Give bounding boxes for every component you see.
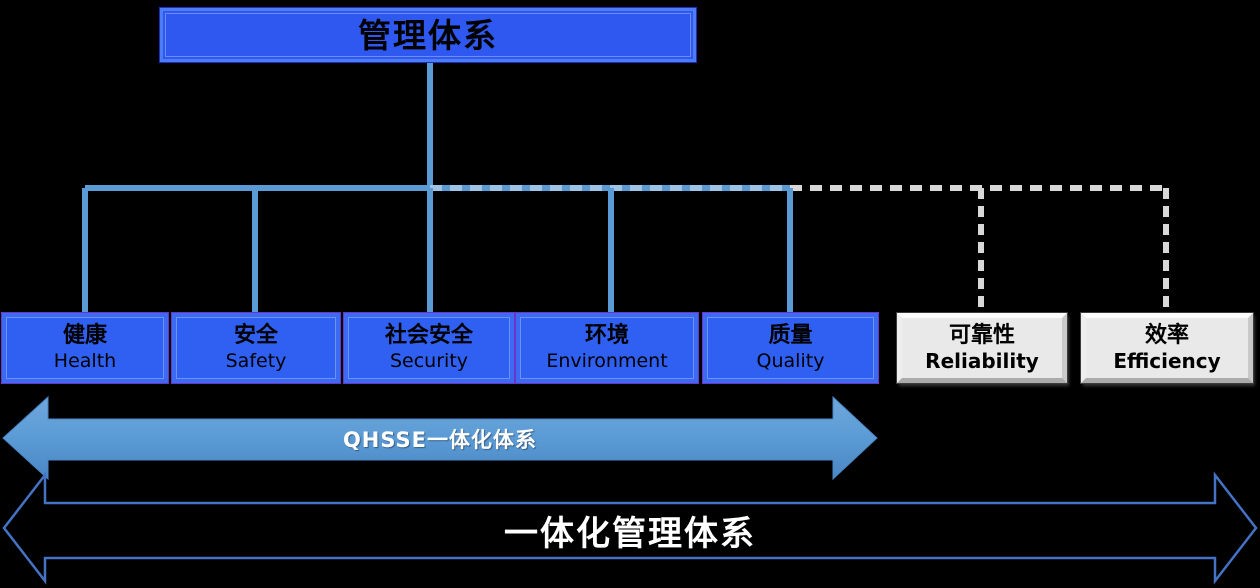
root-node-label: 管理体系 (358, 15, 498, 55)
node-security: 社会安全 Security (344, 313, 514, 383)
connector-drop-quality (787, 188, 793, 314)
node-safety: 安全 Safety (172, 313, 340, 383)
node-health: 健康 Health (2, 313, 168, 383)
node-reliability: 可靠性 Reliability (897, 313, 1067, 383)
node-health-label-en: Health (53, 349, 117, 372)
integrated-double-arrow (2, 471, 1258, 585)
connector-drop-efficiency-dashed (1163, 188, 1169, 314)
root-node-management-system: 管理体系 (160, 8, 696, 62)
node-environment: 环境 Environment (516, 313, 698, 383)
node-reliability-label-en: Reliability (925, 349, 1039, 374)
connector-drop-safety (252, 188, 258, 314)
node-safety-label-en: Safety (225, 349, 287, 372)
connector-drop-security (427, 188, 433, 314)
connector-drop-reliability-dashed (978, 188, 984, 314)
node-reliability-label-zh: 可靠性 (948, 322, 1015, 348)
qhsse-double-arrow (2, 395, 878, 481)
integrated-arrow-label: 一体化管理体系 (504, 513, 756, 554)
integrated-arrow-outline (2, 471, 1258, 585)
qhsse-arrow-label: QHSSE一体化体系 (342, 428, 538, 452)
node-environment-label-en: Environment (546, 349, 668, 372)
node-security-label-en: Security (389, 349, 469, 372)
node-quality-label-en: Quality (756, 349, 825, 372)
node-efficiency: 效率 Efficiency (1081, 313, 1253, 383)
node-quality: 质量 Quality (703, 313, 878, 383)
node-security-label-zh: 社会安全 (384, 323, 473, 349)
connector-drop-health (82, 188, 88, 314)
qhsse-arrow-shape (2, 395, 878, 481)
node-health-label-zh: 健康 (62, 323, 107, 349)
node-safety-label-zh: 安全 (233, 323, 278, 349)
connector-drop-environment (608, 188, 614, 314)
node-efficiency-label-en: Efficiency (1113, 349, 1221, 374)
node-efficiency-label-zh: 效率 (1144, 322, 1189, 348)
node-environment-label-zh: 环境 (584, 323, 629, 349)
connector-root-stem (427, 60, 433, 188)
node-quality-label-zh: 质量 (768, 323, 813, 349)
